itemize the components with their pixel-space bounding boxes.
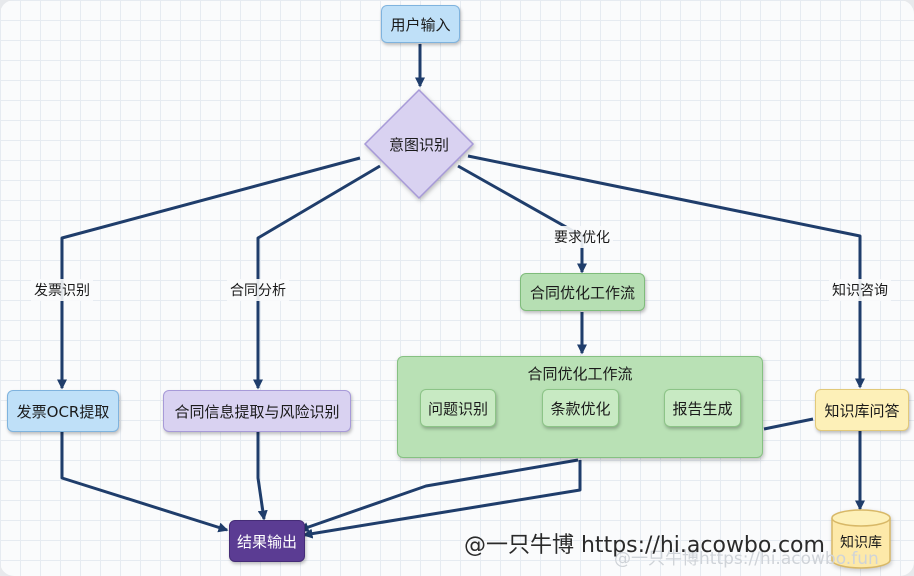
edge-label-invoice: 发票识别 (31, 279, 93, 301)
step-issue-identification: 问题识别 (420, 389, 496, 427)
edge-group-to-output-b (302, 460, 582, 539)
edge-intent-to-contract (253, 164, 381, 390)
contract-workflow-node: 合同优化工作流 (520, 273, 645, 311)
edge-intent-to-invoice (57, 156, 361, 390)
edge-group-to-output-a (298, 458, 579, 532)
edge-label-optimize: 要求优化 (551, 226, 613, 248)
watermark-secondary: @一只牛博https://hi.acowbo.fun (614, 549, 879, 569)
intent-label: 意图识别 (388, 135, 449, 154)
knowledge-base-node: 知识库 (830, 508, 892, 570)
result-output-node: 结果输出 (229, 520, 305, 562)
edge-label-knowledge: 知识咨询 (829, 279, 891, 301)
edge-kbqa-to-group (763, 417, 814, 431)
intent-recognition-node: 意图识别 (363, 88, 475, 200)
edge-invoice-to-output (60, 432, 229, 533)
contract-extract-node: 合同信息提取与风险识别 (163, 390, 351, 432)
step-report-generation: 报告生成 (664, 389, 741, 427)
user-input-node: 用户输入 (381, 5, 460, 43)
edge-intent-to-optimize (457, 164, 587, 274)
intent-diamond-shape (363, 88, 475, 200)
knowledge-qa-node: 知识库问答 (815, 389, 909, 431)
database-cylinder-icon (831, 509, 891, 569)
edge-intent-to-knowledge (467, 154, 865, 389)
step-clause-optimization: 条款优化 (542, 389, 619, 427)
invoice-ocr-node: 发票OCR提取 (7, 390, 119, 432)
edge-contract-to-output (256, 432, 268, 521)
knowledge-base-label: 知识库 (840, 535, 882, 551)
workflow-group-title: 合同优化工作流 (527, 365, 633, 383)
edge-label-contract: 合同分析 (227, 279, 289, 301)
watermark-primary: @一只牛博 https://hi.acowbo.com (464, 533, 825, 558)
